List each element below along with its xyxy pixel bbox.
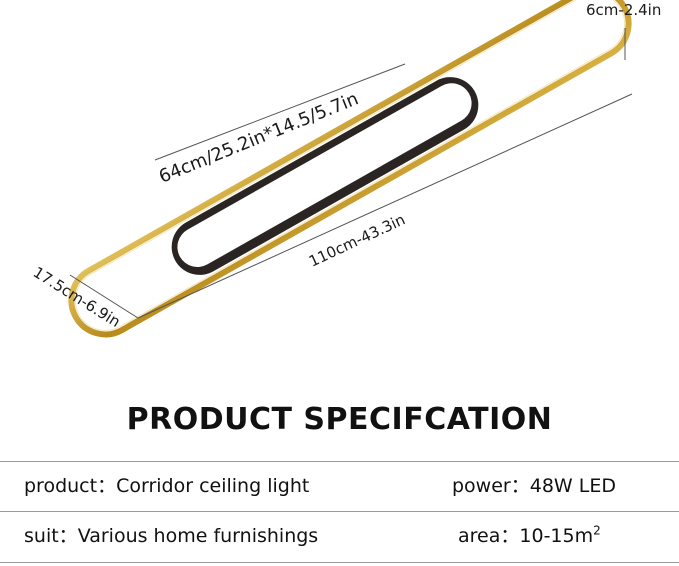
- spec-area-value: 10-15m: [519, 525, 594, 547]
- spec-row-2: suit：Various home furnishings area：10-15…: [0, 512, 679, 560]
- ceiling-light-illustration: 6cm-2.4in 64cm/25.2in*14.5/5.7in 110cm-4…: [30, 0, 661, 338]
- spec-suit-value: Various home furnishings: [77, 525, 319, 547]
- spec-product: product：Corridor ceiling light: [24, 462, 309, 510]
- spec-row-1: product：Corridor ceiling light power：48W…: [0, 462, 679, 510]
- spec-title: PRODUCT SPECIFCATION: [126, 402, 553, 437]
- spec-area-label: area: [458, 525, 501, 547]
- spec-suit-separator: ：: [58, 525, 78, 547]
- spec-area: area：10-15m2: [458, 512, 601, 560]
- spec-power-value: 48W LED: [529, 475, 616, 497]
- spec-product-separator: ：: [97, 475, 117, 497]
- spec-product-label: product: [24, 475, 98, 497]
- spec-power: power：48W LED: [452, 462, 616, 510]
- spec-divider-top: [0, 461, 679, 462]
- spec-power-separator: ：: [510, 475, 530, 497]
- spec-area-separator: ：: [500, 525, 520, 547]
- spec-divider-bottom: [0, 562, 679, 563]
- spec-product-value: Corridor ceiling light: [116, 475, 310, 497]
- height-dimension-label: 6cm-2.4in: [586, 1, 661, 19]
- spec-suit-label: suit: [24, 525, 59, 547]
- gold-frame: [68, 0, 632, 338]
- spec-area-superscript: 2: [593, 523, 601, 538]
- black-light-panel: [171, 77, 479, 275]
- spec-suit: suit：Various home furnishings: [24, 512, 318, 560]
- spec-power-label: power: [452, 475, 511, 497]
- spec-divider-middle: [0, 511, 679, 512]
